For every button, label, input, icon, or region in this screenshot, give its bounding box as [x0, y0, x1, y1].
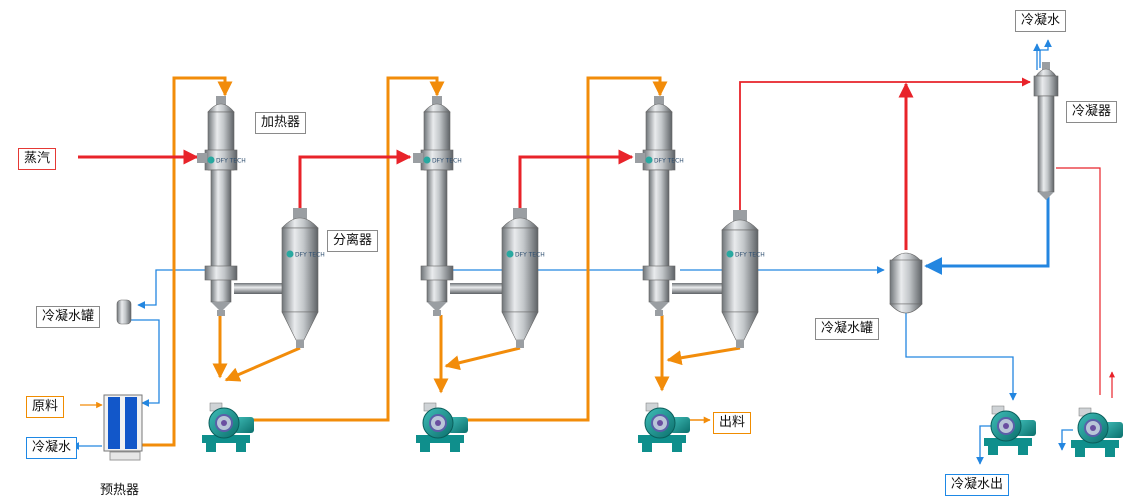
brand-badge-text: DFY TECH — [515, 252, 545, 259]
pump-3 — [638, 402, 690, 452]
label-discharge: 出料 — [713, 412, 752, 434]
effect-2 — [413, 96, 539, 348]
brand-badge: DFY TECH — [506, 250, 545, 259]
vacuum-line — [1056, 167, 1101, 395]
label-condensate-tank-small: 冷凝水罐 — [36, 306, 101, 328]
brand-badge: DFY TECH — [726, 250, 765, 259]
label-steam: 蒸汽 — [18, 148, 57, 170]
brand-badge: DFY TECH — [207, 156, 246, 165]
label-condensate-tank-big: 冷凝水罐 — [815, 318, 880, 340]
label-separator: 分离器 — [327, 230, 379, 252]
brand-badge-text: DFY TECH — [735, 252, 765, 259]
big-condensate-tank — [889, 252, 923, 314]
label-condensate-out-left: 冷凝水 — [26, 437, 78, 459]
condenser-return-line — [924, 195, 1050, 275]
brand-badge: DFY TECH — [423, 156, 462, 165]
label-preheater: 预热器 — [100, 483, 140, 498]
pump-1 — [202, 402, 254, 452]
label-condenser-water: 冷凝水 — [1015, 10, 1067, 32]
preheater — [103, 394, 143, 461]
brand-badge-text: DFY TECH — [432, 158, 462, 165]
small-condensate-tank — [116, 299, 132, 325]
brand-badge: DFY TECH — [286, 250, 325, 259]
brand-badge: DFY TECH — [645, 156, 684, 165]
condenser — [1033, 62, 1059, 200]
water-lines — [71, 39, 1073, 465]
pump-2 — [416, 402, 468, 452]
label-heater: 加热器 — [255, 112, 307, 134]
brand-badge-text: DFY TECH — [295, 252, 325, 259]
brand-badge-text: DFY TECH — [216, 158, 246, 165]
steam-lines — [78, 77, 1031, 250]
label-condenser: 冷凝器 — [1066, 101, 1118, 123]
pump-5 — [1071, 407, 1123, 457]
liquid-lines — [80, 76, 741, 447]
effect-3 — [635, 96, 759, 348]
pump-4 — [984, 405, 1036, 455]
brand-badge-text: DFY TECH — [654, 158, 684, 165]
label-feed: 原料 — [26, 396, 65, 418]
effect-1 — [197, 96, 319, 348]
label-condensate-out-right: 冷凝水出 — [945, 474, 1010, 496]
